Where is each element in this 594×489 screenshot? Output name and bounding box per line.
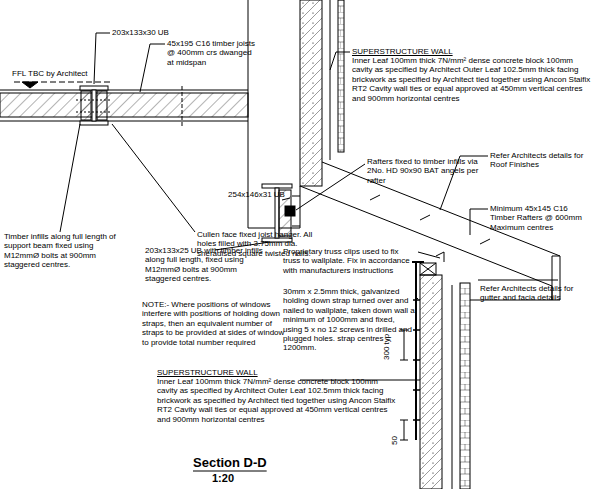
callout-note: 203x133x25 UB with timber infills along … (145, 246, 265, 284)
section-title: Section D-D (193, 455, 267, 470)
callout-note: FFL TBC by Architect (12, 69, 112, 78)
callout-note: Inner Leaf 100mm thick 7N/mm² dense conc… (157, 377, 397, 424)
callout-note: Minimum 45x145 C16 Timber Rafters @ 600m… (490, 204, 590, 232)
callout-note: Refer Architects details for Roof Finish… (490, 151, 590, 170)
callout-note: SUPERSTRUCTURE WALL (157, 368, 277, 377)
callout-note: NOTE:- Where positions of windows interf… (142, 300, 292, 347)
callout-note: 50 (390, 436, 399, 445)
callout-note: Inner Leaf 100mm thick 7N/mm² dense conc… (352, 56, 592, 103)
callout-note: 203x133x30 UB (112, 28, 202, 37)
callout-note: Proprietary truss clips used to fix trus… (283, 247, 413, 275)
callout-note: Rafters fixed to timber infills via 2No.… (367, 157, 479, 185)
callout-note: 300 typ (382, 334, 391, 360)
callout-note: SUPERSTRUCTURE WALL (352, 47, 472, 56)
title-underline (193, 471, 267, 472)
callout-note: Refer Architects details for gutter and … (480, 284, 590, 303)
callout-note: 254x146x31 UB (228, 190, 298, 199)
callout-note: Timber infills along full length of supp… (4, 232, 116, 270)
scale-text: 1:20 (212, 474, 252, 483)
callout-note: 30mm x 2.5mm thick, galvanized holding d… (283, 287, 415, 353)
callout-note: 45x195 C16 timber joists @ 400mm crs dwa… (167, 39, 257, 67)
